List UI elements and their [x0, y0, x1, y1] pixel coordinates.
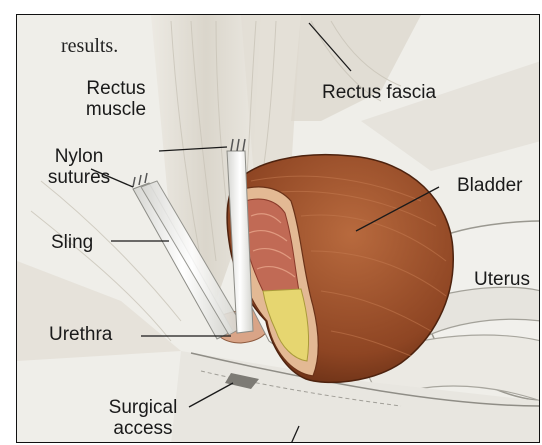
label-nylon-sutures: Nylon sutures	[37, 146, 121, 188]
label-surgical-access-line1: Surgical	[97, 397, 189, 418]
label-rectus-muscle-line2: muscle	[73, 99, 159, 120]
label-rectus-muscle: Rectus muscle	[73, 78, 159, 120]
label-bladder: Bladder	[457, 175, 523, 196]
label-nylon-sutures-line1: Nylon	[37, 146, 121, 167]
label-uterus: Uterus	[474, 269, 530, 290]
label-surgical-access: Surgical access	[97, 397, 189, 439]
illustration-border: results. Rectus muscle Rectus fascia Nyl…	[16, 14, 540, 443]
header-text: results.	[61, 36, 118, 57]
label-rectus-muscle-line1: Rectus	[73, 78, 159, 99]
label-surgical-access-line2: access	[97, 418, 189, 439]
label-nylon-sutures-line2: sutures	[37, 167, 121, 188]
label-rectus-fascia: Rectus fascia	[322, 82, 436, 103]
label-urethra: Urethra	[49, 324, 112, 345]
label-sling: Sling	[51, 232, 93, 253]
